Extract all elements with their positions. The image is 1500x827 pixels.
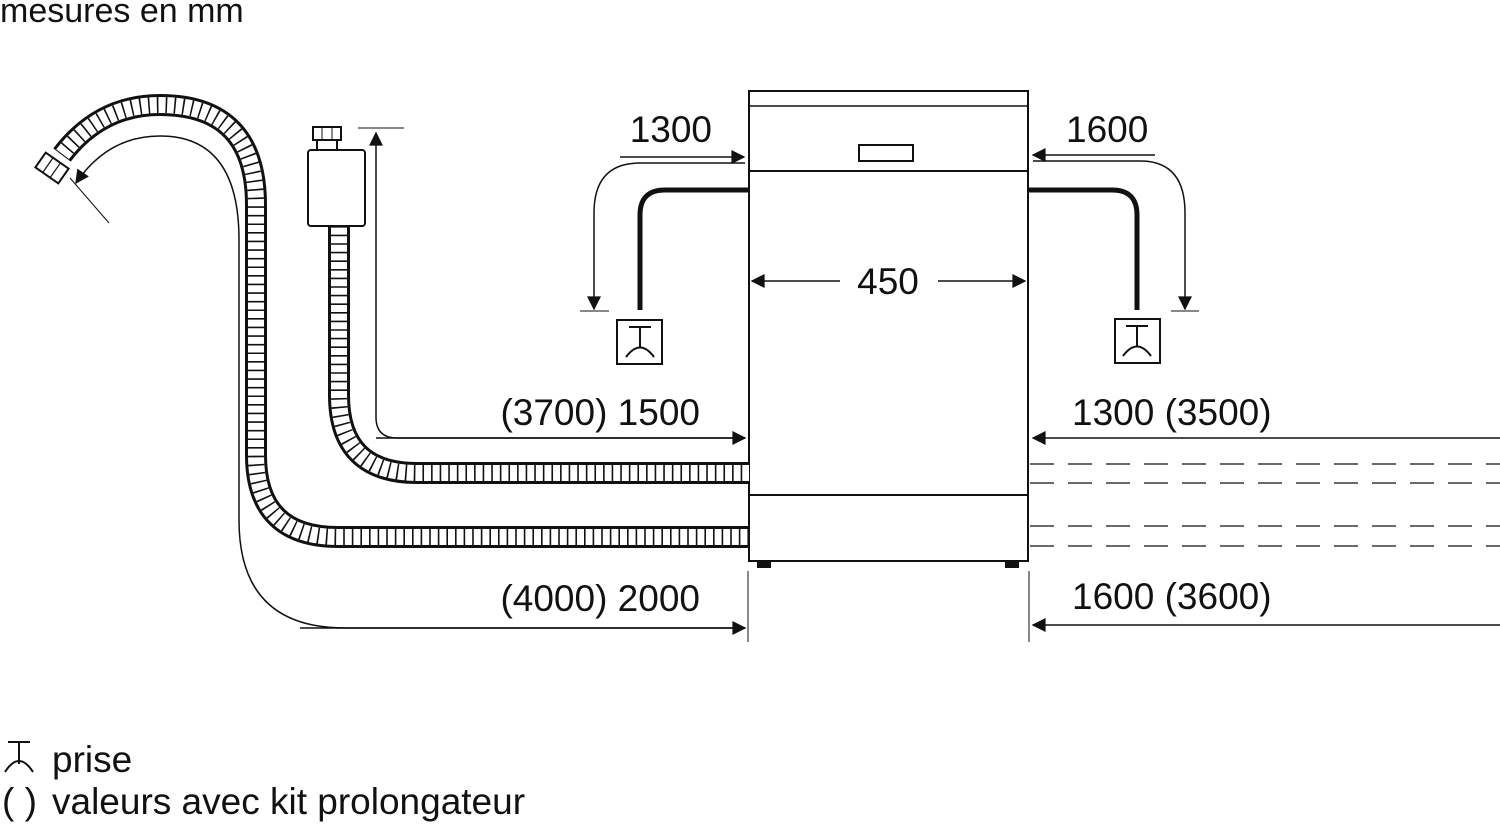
width-dimension: 450 <box>750 261 1027 302</box>
inlet-hose-right-label: 1300 (3500) <box>1072 392 1272 433</box>
legend: prise ( ) valeurs avec kit prolongateur <box>2 739 525 822</box>
power-cord-right-label: 1600 <box>1066 109 1148 150</box>
power-cord-right: 1600 <box>1028 109 1199 312</box>
drain-hose-left-label: (4000) 2000 <box>500 578 700 619</box>
legend-parentheses-label: valeurs avec kit prolongateur <box>52 781 525 822</box>
dishwasher-icon <box>748 90 1029 568</box>
drain-hose-right-route: 1600 (3600) <box>1028 525 1500 642</box>
units-note: mesures en mm <box>0 0 244 30</box>
socket-icon <box>616 319 663 365</box>
drain-hose-icon <box>33 93 749 548</box>
inlet-hose-icon <box>328 226 749 484</box>
inlet-hose-left-label: (3700) 1500 <box>500 392 700 433</box>
inlet-hose-right-route: 1300 (3500) <box>1030 392 1500 484</box>
legend-parentheses-symbol: ( ) <box>2 781 37 822</box>
legend-socket-icon <box>4 741 34 773</box>
socket-icon <box>1114 318 1161 364</box>
aquastop-valve-icon <box>307 126 366 227</box>
inlet-hose-dimension: (3700) 1500 <box>358 127 747 445</box>
power-cord-left-label: 1300 <box>630 109 712 150</box>
legend-socket-label: prise <box>52 739 132 780</box>
drain-hose-right-label: 1600 (3600) <box>1072 576 1272 617</box>
power-cord-left: 1300 <box>580 109 749 312</box>
drain-hose-dimension: (4000) 2000 <box>69 135 749 642</box>
width-label: 450 <box>857 261 919 302</box>
